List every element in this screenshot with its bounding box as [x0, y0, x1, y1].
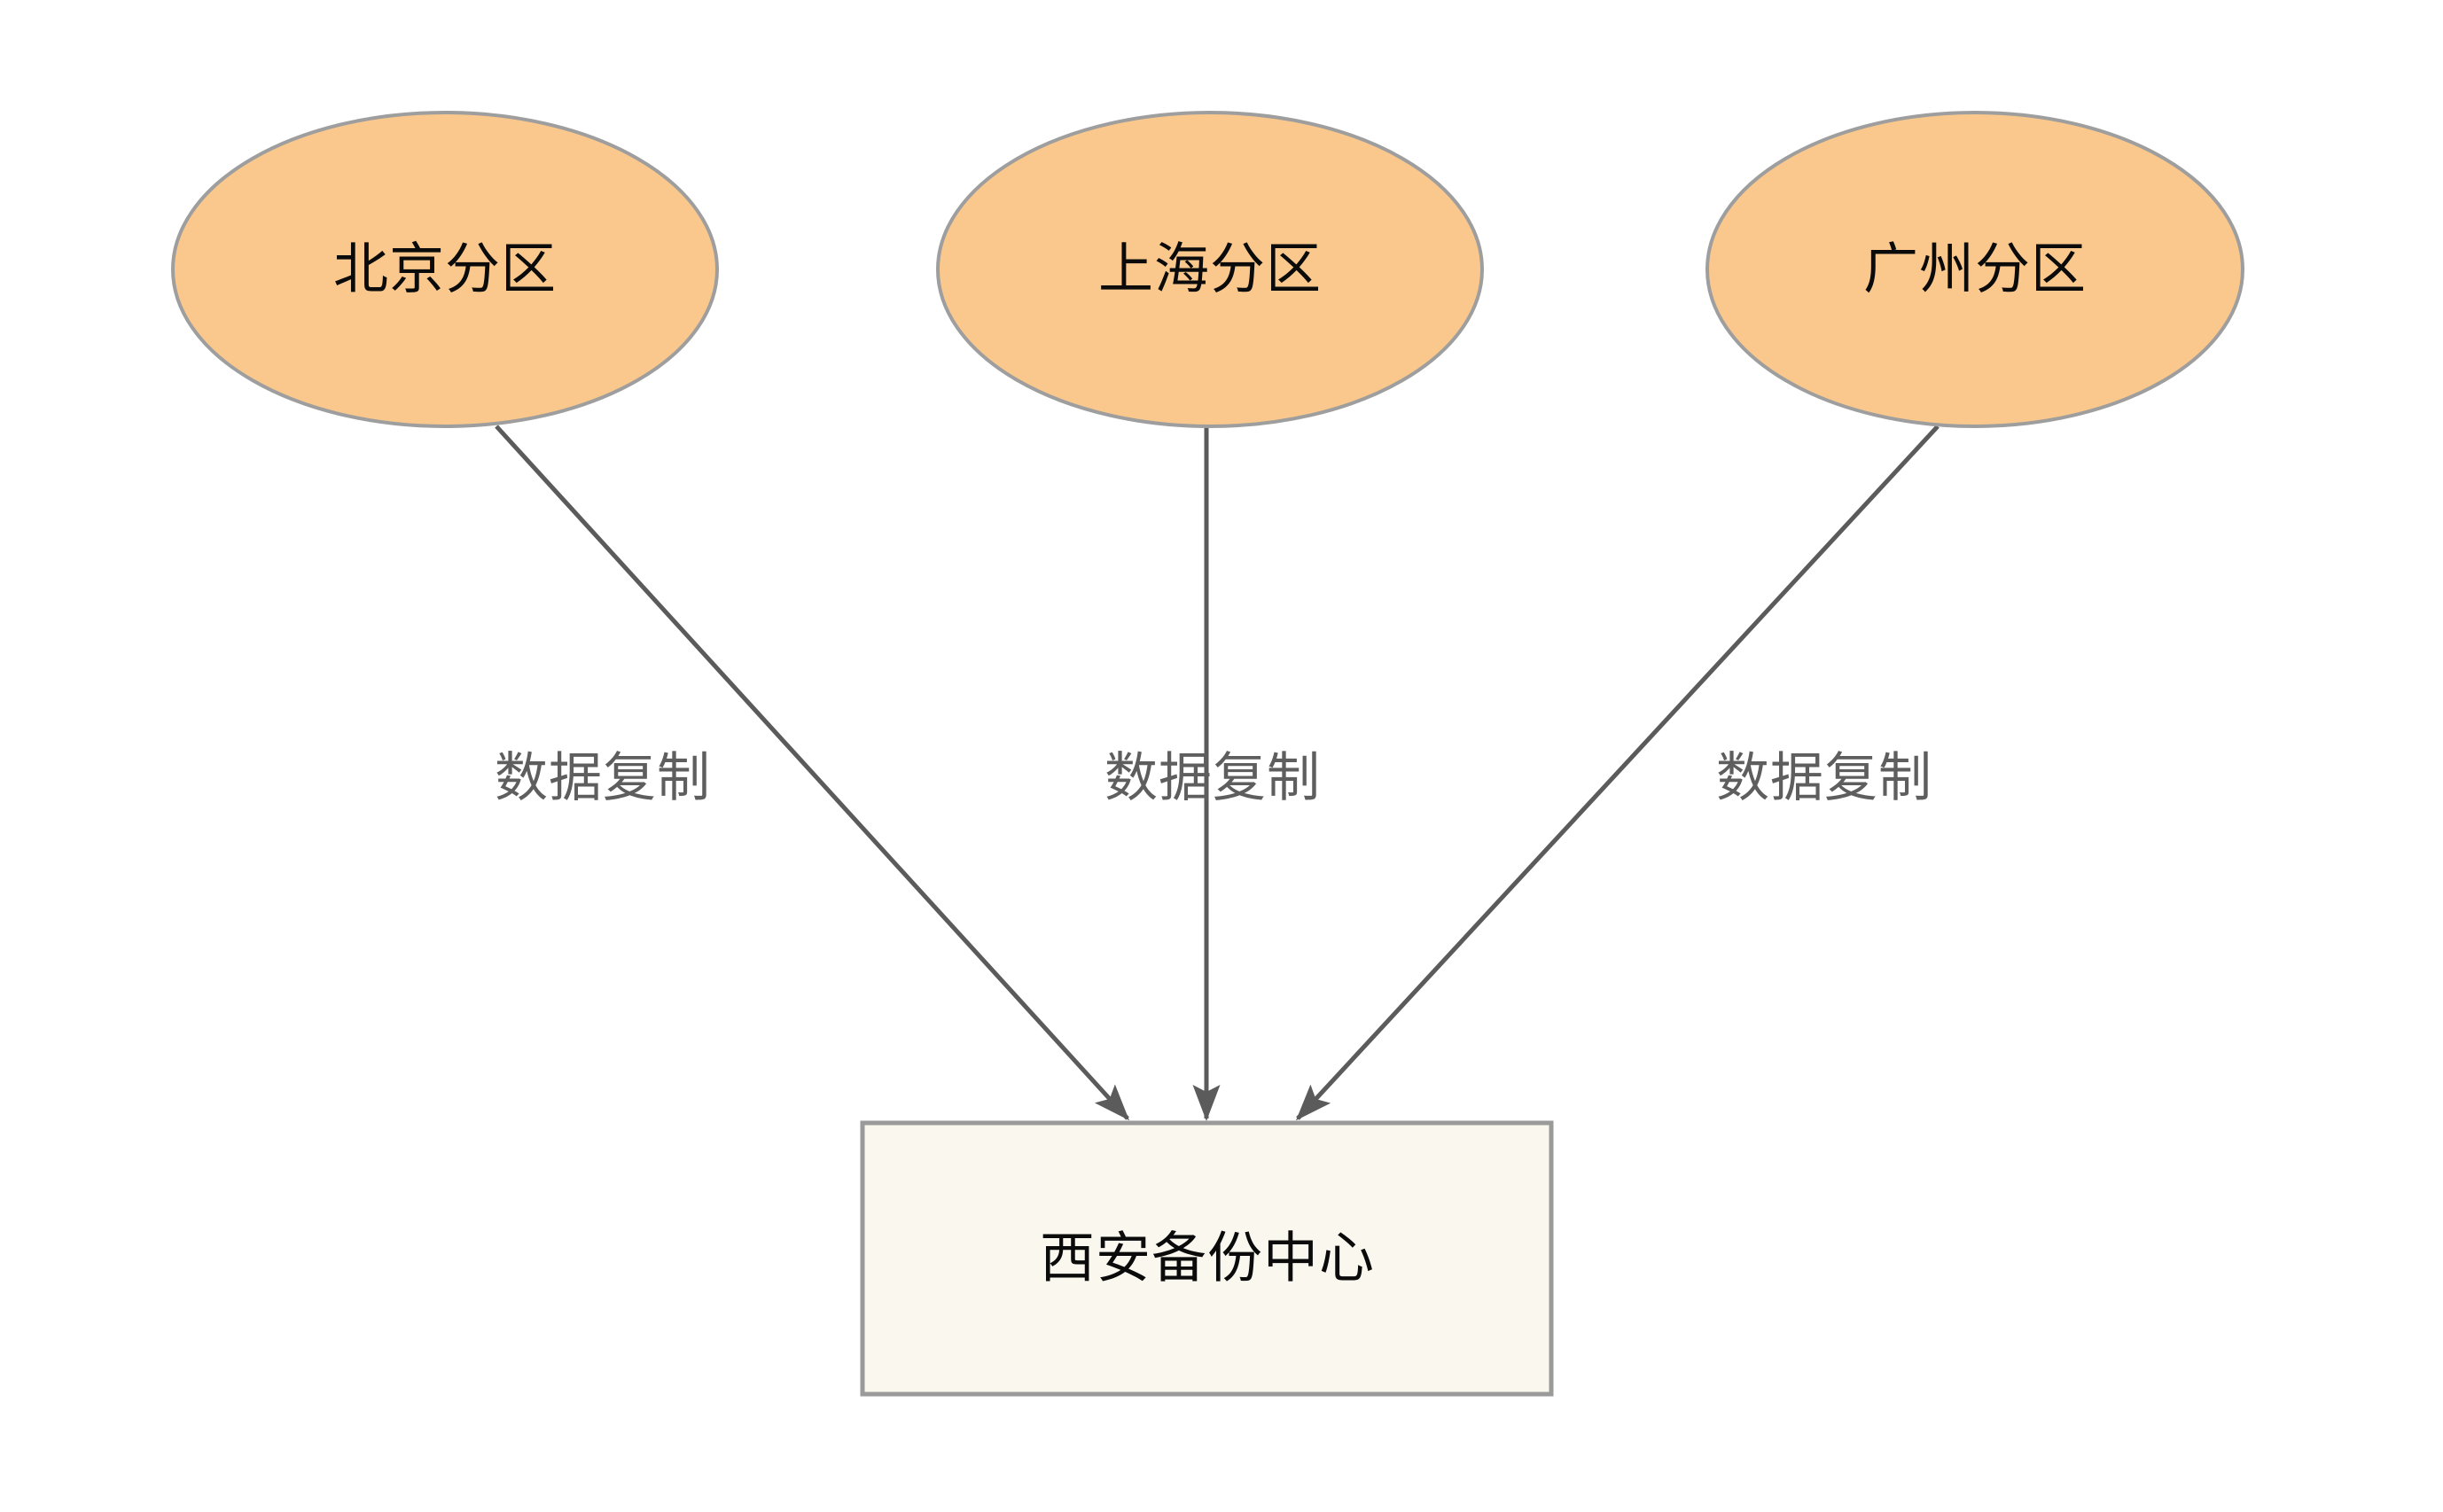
node-beijing-label: 北京分区 — [333, 238, 557, 300]
edges-layer: 数据复制 数据复制 数据复制 — [495, 425, 1940, 1122]
nodes-layer: 北京分区 上海分区 广州分区 西安备份中心 — [171, 111, 2244, 1397]
node-beijing[interactable]: 北京分区 — [171, 111, 719, 428]
node-shanghai-label: 上海分区 — [1098, 238, 1322, 300]
edge-label-guangzhou: 数据复制 — [1716, 748, 1932, 807]
node-guangzhou[interactable]: 广州分区 — [1705, 111, 2244, 428]
edge-line-guangzhou — [1295, 425, 1940, 1121]
node-guangzhou-ellipse — [1705, 111, 2244, 428]
edge-guangzhou-to-xian[interactable]: 数据复制 — [1295, 425, 1940, 1121]
node-guangzhou-label: 广州分区 — [1863, 238, 2087, 300]
node-xian-rect — [860, 1120, 1554, 1397]
node-beijing-ellipse — [171, 111, 719, 428]
node-shanghai[interactable]: 上海分区 — [936, 111, 1484, 428]
edge-label-shanghai: 数据复制 — [1104, 748, 1321, 807]
edge-beijing-to-xian[interactable]: 数据复制 — [495, 425, 1130, 1121]
node-xian[interactable]: 西安备份中心 — [860, 1120, 1554, 1397]
edge-label-beijing: 数据复制 — [495, 748, 711, 807]
node-shanghai-ellipse — [936, 111, 1484, 428]
edge-line-beijing — [495, 425, 1130, 1121]
node-xian-label: 西安备份中心 — [1040, 1228, 1375, 1289]
edge-shanghai-to-xian[interactable]: 数据复制 — [1104, 426, 1321, 1122]
